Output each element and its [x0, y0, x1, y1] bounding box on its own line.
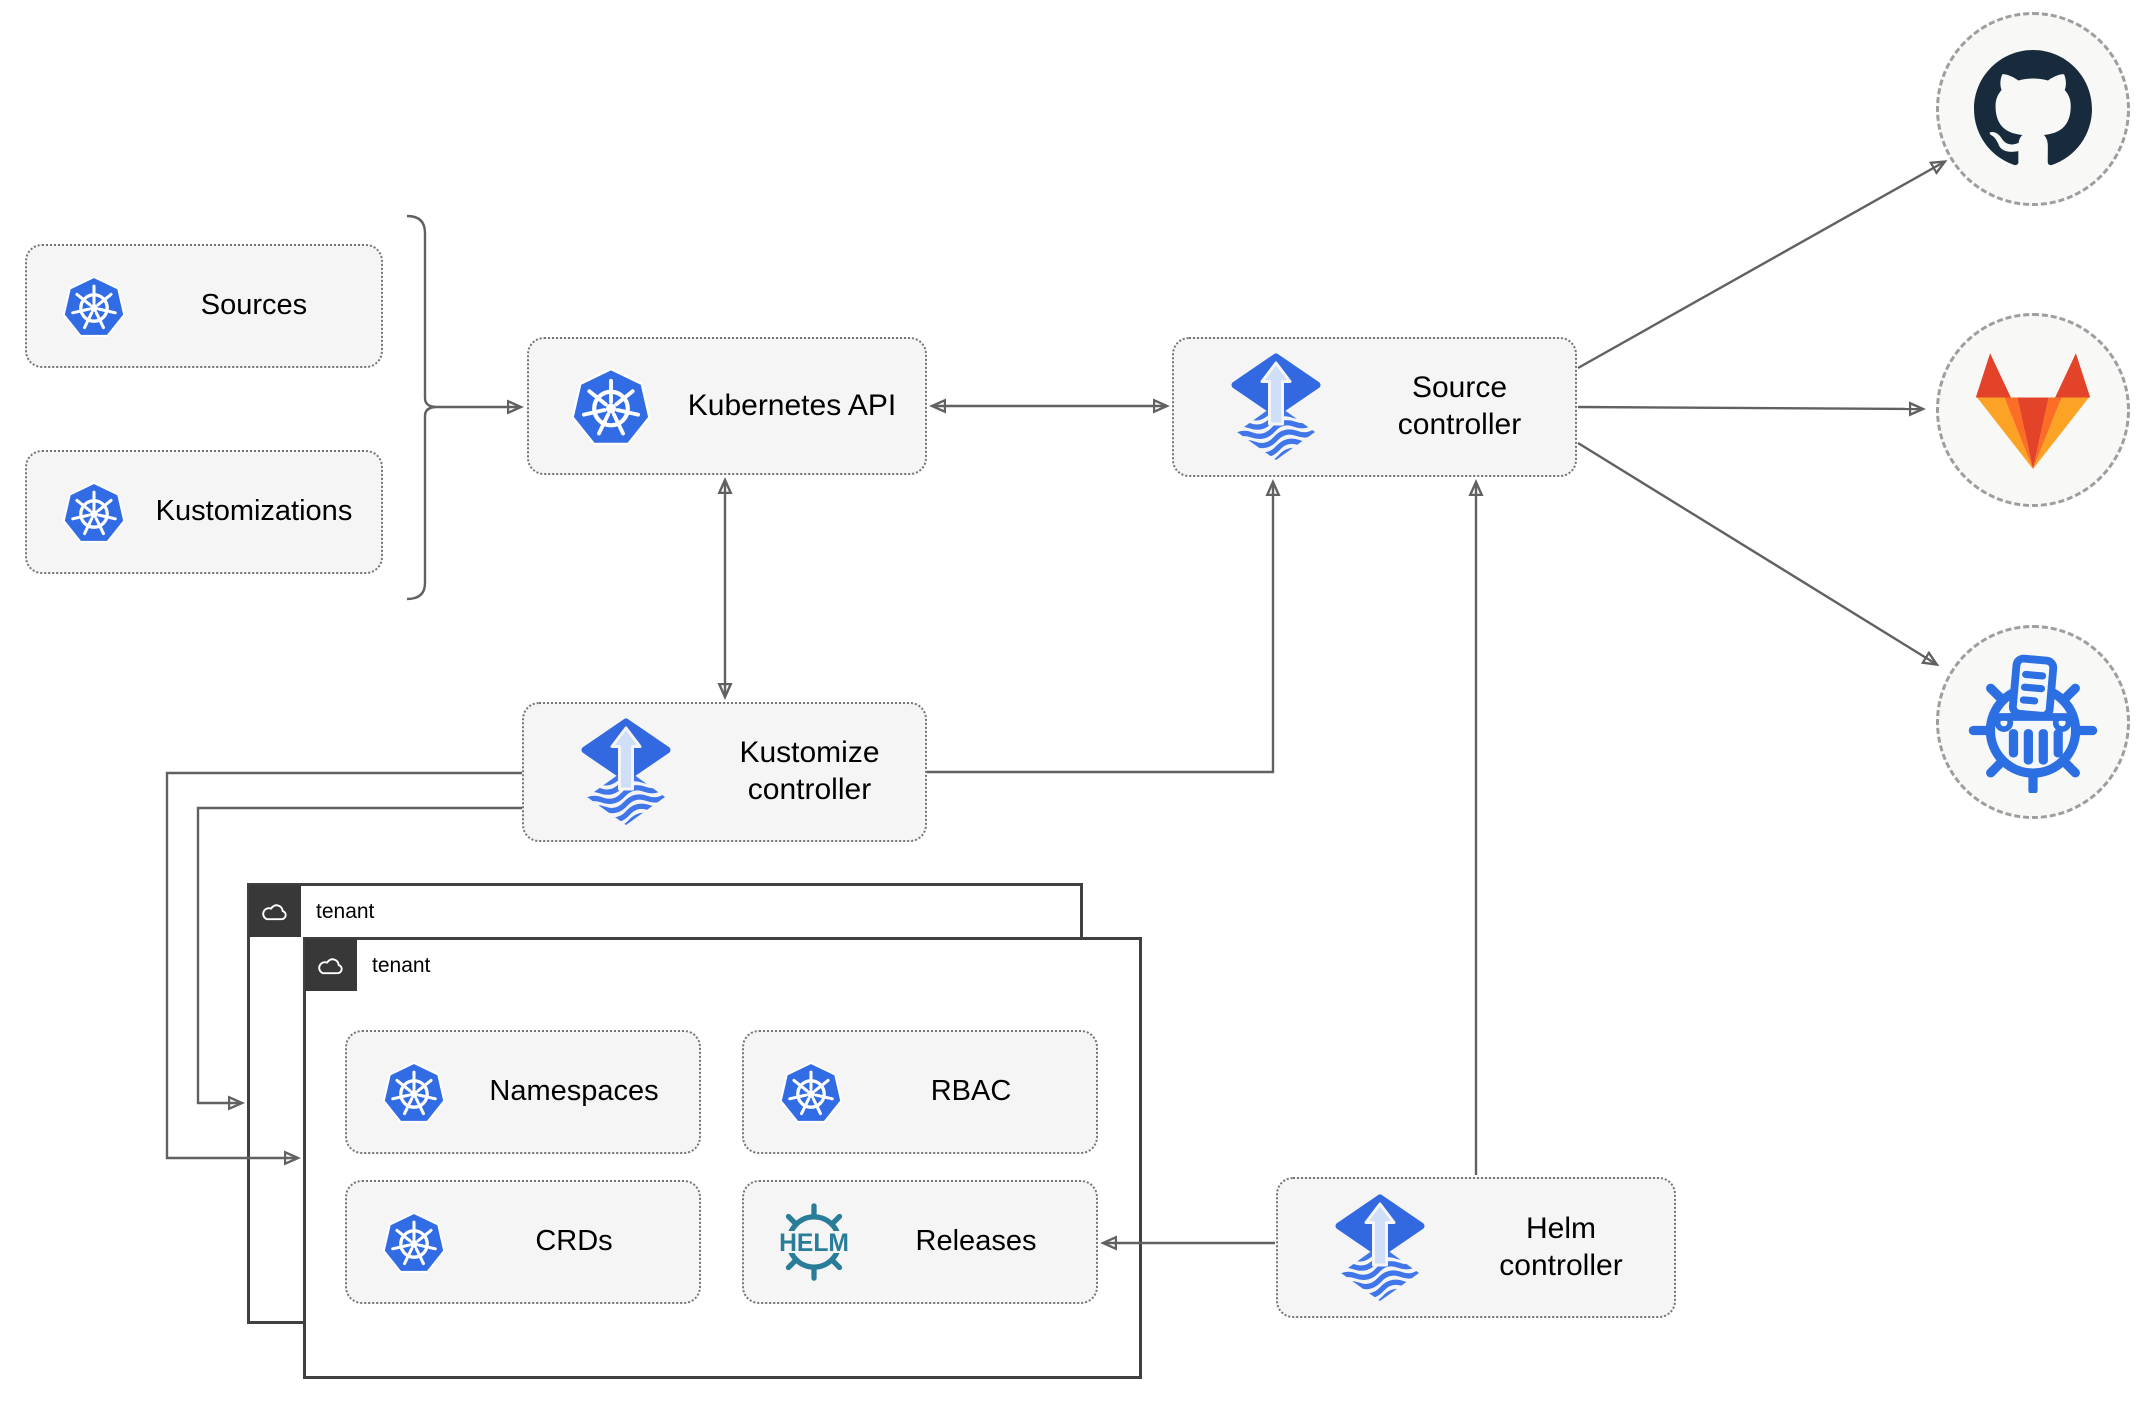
kubernetes-api-label: Kubernetes API [687, 388, 897, 422]
github-endpoint [1936, 12, 2130, 206]
kustomize-controller-node: Kustomize controller [522, 702, 927, 842]
github-icon [1974, 50, 2092, 168]
kustomizations-node: Kustomizations [25, 450, 383, 574]
kubernetes-api-node: Kubernetes API [527, 337, 927, 475]
kubernetes-icon [381, 1059, 447, 1125]
chart-repository-endpoint [1936, 625, 2130, 819]
kustomizations-label: Kustomizations [155, 495, 353, 528]
edge-source-controller-to-gitlab [1577, 407, 1922, 409]
gitlab-endpoint [1936, 313, 2130, 507]
releases-node: Releases [742, 1180, 1098, 1304]
helm-controller-node: Helm controller [1276, 1177, 1676, 1318]
releases-label: Releases [915, 1225, 1037, 1258]
namespaces-node: Namespaces [345, 1030, 701, 1154]
edge-kustomize-controller-to-source-controller [927, 483, 1273, 774]
namespaces-label: Namespaces [489, 1075, 659, 1108]
tenant-label: tenant [316, 900, 375, 923]
kubernetes-icon [61, 273, 127, 339]
tenant-badge [305, 939, 357, 991]
tenant-group-front: tenant [303, 937, 1142, 1379]
kubernetes-icon [381, 1209, 447, 1275]
kustomize-controller-label: Kustomize controller [739, 736, 880, 806]
helm-icon [770, 1198, 858, 1286]
rbac-node: RBAC [742, 1030, 1098, 1154]
tenant-label: tenant [372, 954, 431, 977]
sources-node: Sources [25, 244, 383, 368]
cloud-icon [259, 900, 291, 923]
crds-node: CRDs [345, 1180, 701, 1304]
edge-source-controller-to-chart-repository [1577, 441, 1936, 664]
rbac-label: RBAC [930, 1075, 1012, 1108]
source-controller-label: Source controller [1397, 371, 1522, 441]
edge-source-controller-to-github [1577, 162, 1944, 370]
flux-icon [1226, 348, 1326, 466]
gitlab-icon [1968, 352, 2098, 469]
chartmuseum-icon [1962, 651, 2104, 793]
flux-icon [1330, 1189, 1430, 1307]
flux-icon [576, 713, 676, 831]
cloud-icon [315, 954, 347, 977]
crds-label: CRDs [535, 1225, 613, 1258]
kubernetes-icon [778, 1059, 844, 1125]
source-controller-node: Source controller [1172, 337, 1577, 477]
kubernetes-icon [569, 364, 653, 448]
tenant-badge [249, 885, 301, 937]
helm-controller-label: Helm controller [1499, 1211, 1623, 1282]
sources-label: Sources [200, 289, 308, 322]
kubernetes-icon [61, 479, 127, 545]
bracket-sources-kustomizations [406, 214, 438, 601]
